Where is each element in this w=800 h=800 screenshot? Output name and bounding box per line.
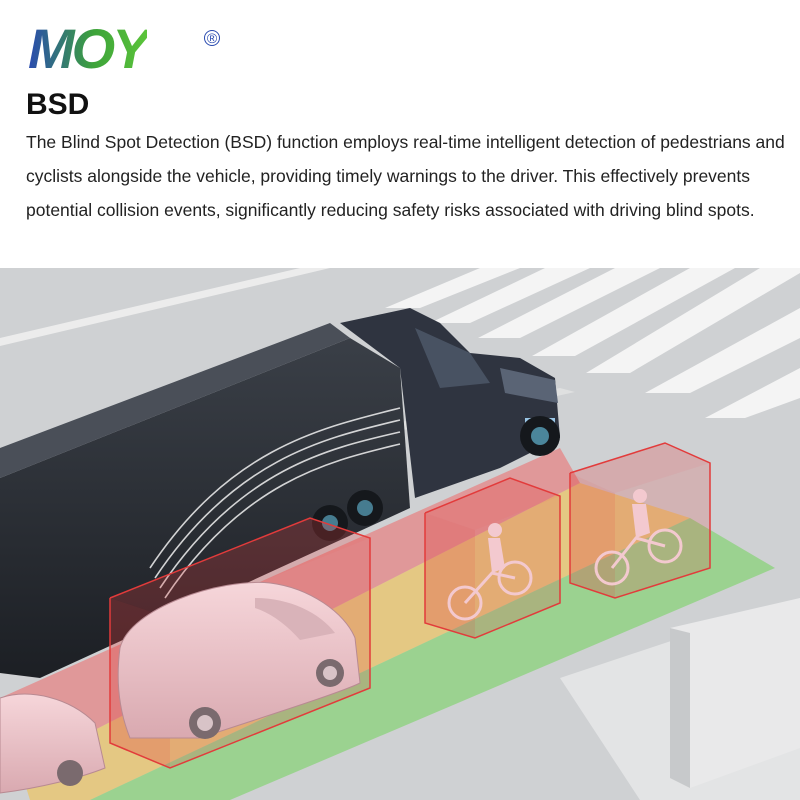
truck — [0, 308, 560, 678]
truck-trailer — [0, 338, 410, 678]
page-title: BSD — [26, 88, 90, 121]
description-text: The Blind Spot Detection (BSD) function … — [26, 132, 785, 220]
cyclist-detection-box — [569, 442, 711, 599]
cyclist-detection-box — [424, 477, 561, 639]
trailer-stripes — [149, 407, 401, 599]
truck-cab — [340, 308, 560, 498]
truck-hood — [500, 368, 558, 403]
crosswalk — [385, 268, 800, 418]
bsd-illustration — [0, 268, 800, 800]
registered-mark: ® — [204, 30, 220, 46]
brand-logo-text: MOY — [28, 17, 150, 80]
lane-line — [0, 268, 330, 346]
car — [117, 581, 361, 739]
brand-logo: MOY ® — [28, 16, 220, 82]
zone-green — [90, 518, 775, 800]
bsd-scene — [0, 268, 800, 800]
barrier-block — [670, 598, 800, 788]
car-partial — [0, 693, 106, 794]
truck-windshield — [415, 328, 490, 388]
